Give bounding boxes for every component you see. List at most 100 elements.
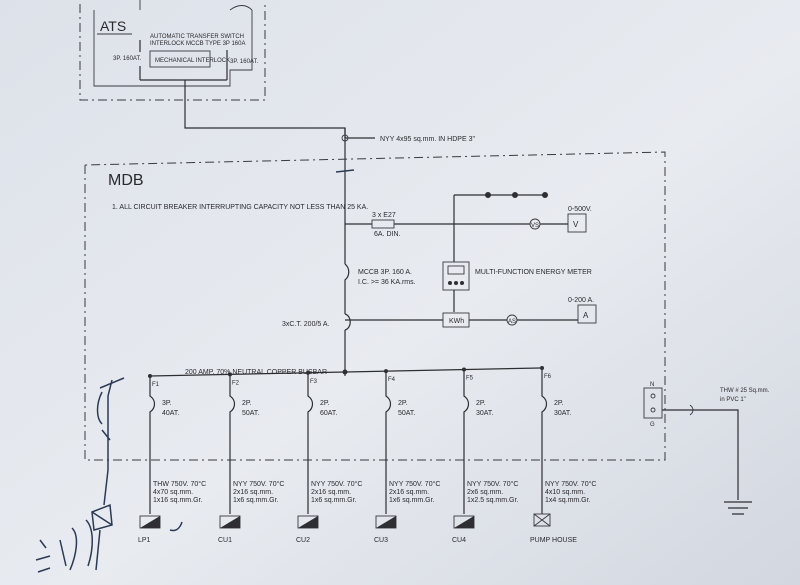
- feeder-cable-spec: 1x16 sq.mm.Gr.: [153, 497, 202, 504]
- feeder-cable-spec: 1x2.5 sq.mm.Gr.: [467, 497, 518, 504]
- feeder-cable-spec: NYY 750V. 70°C: [467, 480, 518, 488]
- voltmeter-box: [567, 213, 587, 233]
- ats-right-rating: 3P. 160AT.: [230, 59, 258, 65]
- fuse-label-1: 3 x E27: [372, 212, 396, 219]
- main-breaker-label-1: MCCB 3P. 160 A.: [358, 269, 412, 276]
- feeder-breaker-rating: 60AT.: [320, 410, 337, 417]
- ammeter-switch: [506, 314, 518, 326]
- feeder-breaker-poles: 2P.: [398, 400, 408, 407]
- mdb-boundary: [84, 151, 666, 461]
- ats-interlock-box: [149, 50, 211, 68]
- terminal-dot: [485, 192, 491, 198]
- feeder-cable-spec: 1x6 sq.mm.Gr.: [311, 497, 357, 504]
- load-label: CU2: [296, 537, 310, 544]
- feeder-cable-spec: NYY 750V. 70°C: [389, 480, 440, 488]
- load-panel-fill: [140, 516, 160, 528]
- ats-interlock-label: MECHANICAL INTERLOCK: [155, 58, 230, 64]
- feeder-cable-spec: 2x6 sq.mm.: [467, 489, 503, 496]
- feeder-cable-spec: THW 750V. 70°C: [153, 480, 206, 488]
- terminal-dot: [512, 192, 518, 198]
- feeder-line: [541, 367, 548, 514]
- feeder-breaker-poles: 2P.: [242, 400, 252, 407]
- feeder-breaker-poles: 2P.: [320, 400, 330, 407]
- busbar-label: 200 AMP. 70% NEUTRAL COPPER BUSBAR: [185, 369, 327, 376]
- energy-meter-label: MULTI-FUNCTION ENERGY METER: [475, 269, 592, 276]
- load-panel-fill: [376, 516, 396, 528]
- feeder-cable-label: NYY 4x95 sq.mm. IN HDPE 3": [380, 136, 475, 143]
- fuse-symbol: [371, 219, 395, 229]
- ammeter-range: 0-200 A.: [568, 297, 594, 304]
- kwh-label: KWh: [449, 318, 464, 325]
- feeder-cable-spec: 4x70 sq.mm.: [153, 489, 193, 496]
- ats-description-1: AUTOMATIC TRANSFER SWITCH: [150, 34, 244, 40]
- feeder-id: F4: [388, 377, 396, 383]
- feeder-cable-spec: NYY 750V. 70°C: [311, 480, 362, 488]
- load-label: PUMP HOUSE: [530, 537, 577, 544]
- ats-description-2: INTERLOCK MCCB TYPE 3P 160A: [150, 41, 245, 47]
- ammeter-box: [577, 304, 597, 324]
- ground-system: N G THW # 25 Sq.mm. in PVC 1": [643, 382, 770, 515]
- energy-meter-box: [442, 261, 470, 291]
- earth-symbol: [724, 501, 752, 515]
- vs-label: VS: [531, 223, 539, 229]
- ground-cable-1: THW # 25 Sq.mm.: [720, 388, 770, 394]
- ground-cable-2: in PVC 1": [720, 397, 746, 403]
- load-panel-fill: [298, 516, 318, 528]
- feeder-id: F3: [310, 379, 318, 385]
- kwh-box: [442, 312, 470, 328]
- voltmeter-symbol: V: [573, 220, 579, 229]
- voltmeter-switch: [529, 218, 541, 230]
- load-label: CU3: [374, 537, 388, 544]
- ct-label: 3xC.T. 200/5 A.: [282, 321, 330, 328]
- feeder-line: [463, 369, 470, 514]
- feeder-line: [149, 376, 156, 514]
- ink-mark: [335, 169, 355, 173]
- main-breaker-label-2: I.C. >= 36 KA.rms.: [358, 279, 416, 286]
- feeder-line: [229, 374, 236, 514]
- feeder-breaker-rating: 30AT.: [554, 410, 571, 417]
- load-label: CU4: [452, 537, 466, 544]
- feeder-cable-spec: 4x10 sq.mm.: [545, 489, 585, 496]
- load-panel-fill: [454, 516, 474, 528]
- as-label: AS: [508, 319, 516, 325]
- feeder-id: F5: [466, 376, 474, 382]
- ats-left-rating: 3P. 160AT.: [113, 56, 141, 62]
- feeder-cable-spec: 1x6 sq.mm.Gr.: [389, 497, 435, 504]
- ground-terminal-box: [643, 387, 663, 419]
- ammeter-symbol: A: [583, 311, 589, 320]
- fuse-label-2: 6A. DIN.: [374, 231, 401, 238]
- feeder-breaker-rating: 50AT.: [242, 410, 259, 417]
- load-label: LP1: [138, 537, 151, 544]
- feeder-id: F6: [544, 374, 552, 380]
- ats-panel: ATS AUTOMATIC TRANSFER SWITCH INTERLOCK …: [79, 0, 346, 160]
- feeder-breaker-poles: 2P.: [476, 400, 486, 407]
- main-breaker-symbol: [344, 263, 350, 290]
- voltmeter-range: 0-500V.: [568, 206, 592, 213]
- feeder-breaker-rating: 40AT.: [162, 410, 179, 417]
- feeder-breaker-poles: 2P.: [554, 400, 564, 407]
- terminal-dot: [542, 192, 548, 198]
- feeder-breaker-rating: 30AT.: [476, 410, 493, 417]
- feeder-line: [307, 372, 314, 514]
- cable-entry-node: [341, 134, 349, 142]
- mdb-note: 1. ALL CIRCUIT BREAKER INTERRUPTING CAPA…: [112, 204, 368, 211]
- mdb-title: MDB: [108, 172, 144, 189]
- feeder-cable-spec: 1x4 sq.mm.Gr.: [545, 497, 591, 504]
- handwritten-markup: [35, 377, 183, 573]
- pump-symbol-cross: [533, 513, 551, 527]
- feeder-cable-spec: NYY 750V. 70°C: [233, 480, 284, 488]
- feeder-id: F1: [152, 382, 160, 388]
- energy-meter-display: [447, 265, 465, 275]
- pump-symbol: [533, 513, 551, 527]
- feeder-cable-spec: 2x16 sq.mm.: [233, 489, 273, 496]
- feeder-cable-spec: NYY 750V. 70°C: [545, 480, 596, 488]
- terminal-g-label: G: [650, 422, 655, 428]
- terminal-n-label: N: [650, 382, 654, 388]
- feeder-breaker-poles: 3P.: [162, 400, 172, 407]
- feeder-id: F2: [232, 380, 240, 386]
- feeder-cable-spec: 2x16 sq.mm.: [311, 489, 351, 496]
- ats-title: ATS: [100, 18, 126, 34]
